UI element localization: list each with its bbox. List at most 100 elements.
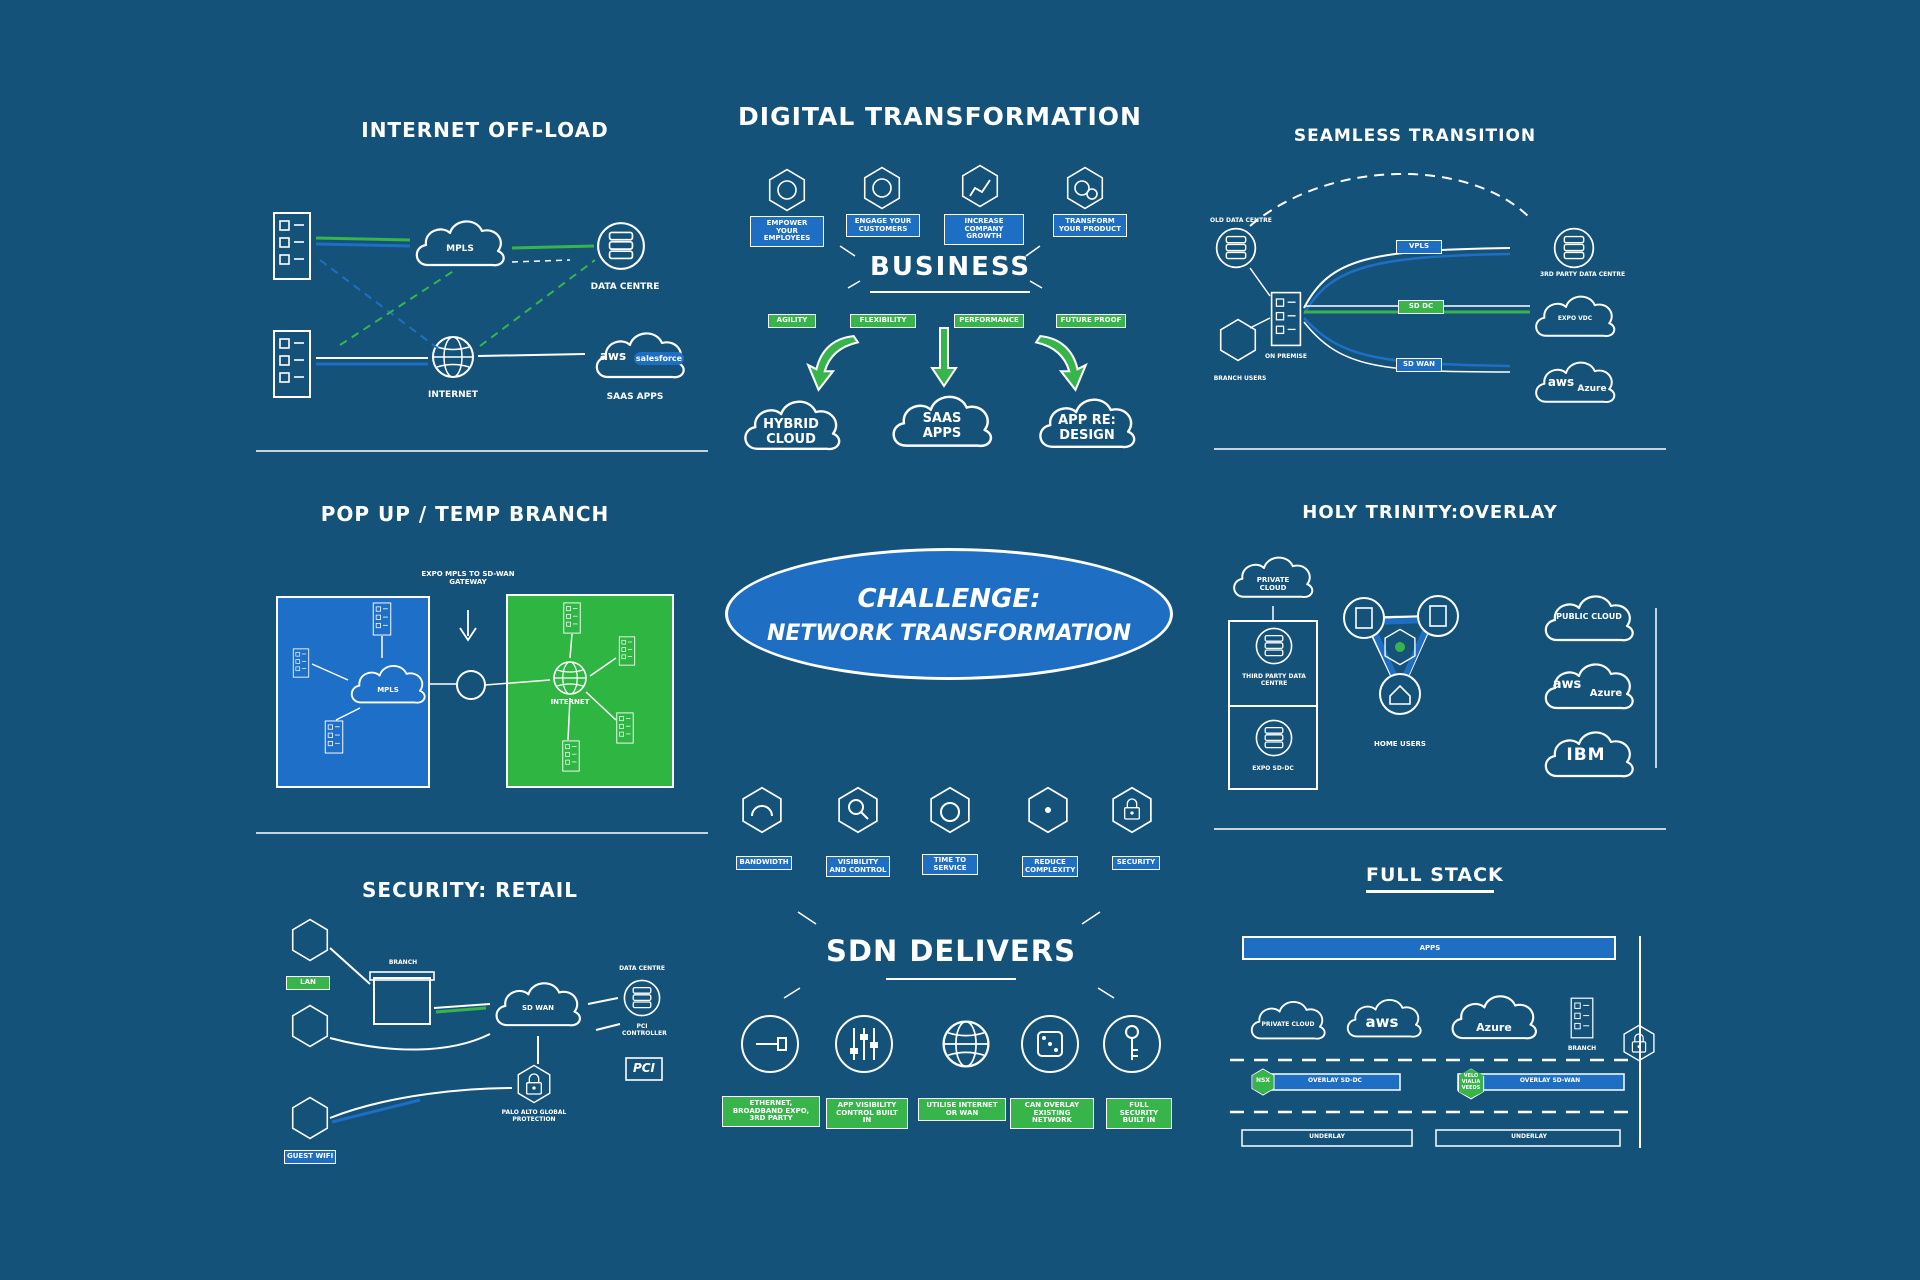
globe-icon [942, 1020, 990, 1068]
divider [1214, 828, 1666, 830]
sdn-needs-row: BANDWIDTH VISIBILITY AND CONTROL TIME TO… [730, 786, 1190, 886]
internet-offload-panel: INTERNET OFF-LOAD MPLS DATA CENTRE INTER… [250, 110, 710, 460]
building-icon [372, 602, 392, 636]
security-retail-diagram [291, 918, 663, 1140]
sd-wan-label: SD WAN [522, 1004, 554, 1012]
mpls-cloud-icon [350, 664, 426, 704]
branch-building-icon [272, 211, 312, 281]
palo-alto-label: PALO ALTO GLOBAL PROTECTION [501, 1109, 567, 1123]
customer-icon [863, 166, 901, 210]
pci-controller-label: PCI CONTROLLER [622, 1023, 667, 1037]
delivers-tag: APP VISIBILITY CONTROL BUILT IN [826, 1098, 908, 1130]
azure-logo: Azure [1577, 384, 1607, 394]
holy-trinity-diagram [1230, 556, 1657, 778]
private-cloud-label: PRIVATE CLOUD [1261, 1021, 1315, 1028]
third-party-dc-label: THIRD PARTY DATA CENTRE [1242, 673, 1306, 687]
branch-users-label: BRANCH USERS [1213, 375, 1267, 382]
hybrid-cloud-label: HYBRID CLOUD [763, 417, 819, 447]
goal-tag: INCREASE COMPANY GROWTH [944, 214, 1024, 246]
need-tag: BANDWIDTH [736, 856, 792, 870]
mpls-label: MPLS [377, 686, 399, 694]
building-icon [618, 636, 636, 666]
security-retail-panel: SECURITY: RETAIL LAN BRANCH SD WAN DATA … [250, 874, 710, 1174]
delivers-tag: CAN OVERLAY EXISTING NETWORK [1010, 1098, 1094, 1130]
aws-logo: aws [1547, 375, 1575, 389]
wifi-icon [291, 1096, 329, 1140]
internet-label: INTERNET [428, 390, 478, 400]
branch-label: BRANCH [388, 959, 418, 966]
underlay-label: UNDERLAY [1511, 1133, 1547, 1140]
palo-alto-icon [517, 1064, 551, 1104]
nsx-label: NSX [1256, 1077, 1270, 1084]
azure-logo: Azure [1589, 688, 1623, 699]
delivers-tag: FULL SECURITY BUILT IN [1106, 1098, 1172, 1130]
private-cloud-label: PRIVATE CLOUD [1256, 576, 1290, 593]
data-centre-server-icon [623, 979, 661, 1017]
salesforce-logo: salesforce [634, 352, 684, 366]
sliders-icon [835, 1015, 893, 1073]
need-tag: VISIBILITY AND CONTROL [826, 856, 890, 878]
challenge-heading: CHALLENGE: [857, 584, 1041, 614]
branch-building-icon [1570, 997, 1594, 1039]
goal-tag: ENGAGE YOUR CUSTOMERS [846, 214, 920, 238]
divider [256, 832, 708, 834]
divider [1214, 448, 1666, 450]
heading-underline [886, 978, 1016, 980]
velo-label: VELO VIALIA VEEDS [1461, 1073, 1481, 1091]
branch-building-icon [272, 329, 312, 399]
expo-sddc-label: EXPO SD-DC [1252, 765, 1294, 772]
seamless-transition-diagram [1215, 172, 1616, 404]
panel-title: FULL STACK [1366, 864, 1503, 893]
internet-region [506, 594, 674, 788]
goal-tag: TRANSFORM YOUR PRODUCT [1053, 214, 1127, 238]
internet-globe-icon [553, 661, 587, 695]
challenge-ellipse: CHALLENGE: NETWORK TRANSFORMATION [725, 548, 1173, 680]
panel-title: SEAMLESS TRANSITION [1293, 126, 1537, 146]
full-stack-panel: FULL STACK APPS PRIVATE CLOUD aws Azure … [1210, 862, 1670, 1162]
need-tag: REDUCE COMPLEXITY [1022, 856, 1078, 878]
expo-vdc-label: EXPO VDC [1557, 315, 1593, 322]
panel-title: INTERNET OFF-LOAD [361, 118, 609, 142]
padlock-icon [1123, 798, 1141, 820]
seamless-transition-panel: SEAMLESS TRANSITION OLD DATA CENTRE 3RD … [1210, 118, 1670, 458]
challenge-subheading: NETWORK TRANSFORMATION [766, 621, 1132, 646]
third-party-dc-label: 3RD PARTY DATA CENTRE [1540, 271, 1626, 278]
sdn-delivers-heading: SDN DELIVERS [826, 934, 1076, 968]
public-cloud-label: PUBLIC CLOUD [1556, 612, 1622, 621]
growth-chart-icon [961, 164, 999, 208]
vpls-link-tag: VPLS [1396, 240, 1442, 254]
attribute-tag: AGILITY [768, 314, 816, 328]
key-icon [1103, 1015, 1161, 1073]
sdn-delivers-diagram [741, 911, 1161, 1073]
padlock-icon [1112, 786, 1152, 834]
attribute-tag: FLEXIBILITY [850, 314, 916, 328]
pci-logo: PCI [632, 1061, 656, 1075]
data-centre-server-icon [597, 222, 645, 270]
panel-title: POP UP / TEMP BRANCH [320, 502, 610, 526]
ethernet-icon [291, 918, 329, 962]
old-dc-server-icon [1215, 227, 1257, 269]
goal-tag: EMPOWER YOUR EMPLOYEES [750, 216, 824, 248]
internet-label: INTERNET [550, 698, 590, 706]
delivers-tag: UTILISE INTERNET OR WAN [918, 1098, 1006, 1122]
branch-label: BRANCH [1567, 1045, 1597, 1052]
azure-logo: Azure [1476, 1021, 1512, 1034]
guest-wifi-tag: GUEST WIFI [284, 1150, 336, 1164]
building-icon [292, 648, 310, 678]
sdn-needs-icons [742, 786, 1152, 834]
expo-sddc-server-icon [1255, 719, 1293, 757]
ibm-logo: IBM [1566, 745, 1606, 765]
panel-title: SECURITY: RETAIL [362, 878, 578, 902]
on-premise-label: ON PREMISE [1265, 353, 1307, 360]
branch-users-icon [1219, 318, 1257, 362]
on-premise-building-icon [1270, 291, 1302, 347]
lan-tag: LAN [286, 976, 330, 990]
internet-offload-diagram [272, 211, 685, 399]
attribute-tag: PERFORMANCE [954, 314, 1024, 328]
digital-transformation-diagram [744, 164, 1136, 451]
building-icon [616, 712, 634, 744]
third-party-dc-server-icon [1255, 627, 1293, 665]
building-icon [562, 740, 580, 772]
need-tag: SECURITY [1112, 856, 1160, 870]
sdwan-link-tag: SD WAN [1396, 358, 1442, 372]
